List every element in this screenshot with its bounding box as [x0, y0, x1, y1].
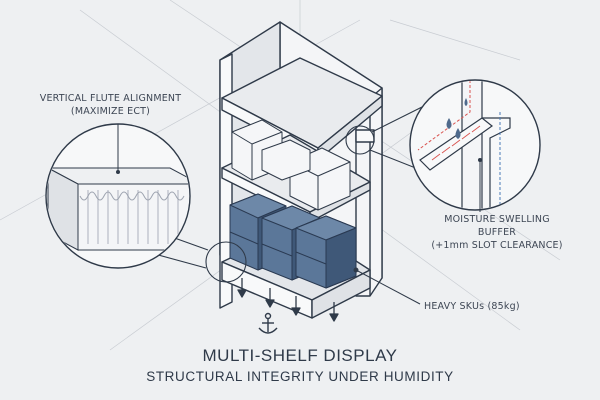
callout-flute-line2: (MAXIMIZE ECT): [70, 106, 151, 117]
page-subtitle: STRUCTURAL INTEGRITY UNDER HUMIDITY: [146, 369, 454, 384]
callout-flute-line1: VERTICAL FLUTE ALIGNMENT: [39, 93, 182, 104]
left-side-front: [219, 53, 233, 309]
flute-detail: [45, 123, 191, 269]
moisture-boundary: [417, 81, 471, 151]
moisture-detail: [409, 79, 541, 212]
callout-flute-alignment: VERTICAL FLUTE ALIGNMENT (MAXIMIZE ECT): [18, 92, 203, 118]
callout-heavy-line1: HEAVY SKUs (85kg): [424, 301, 520, 312]
anchor-icon: [258, 312, 278, 334]
heavy-leader: [353, 267, 421, 305]
callout-moisture-line2: BUFFER: [477, 227, 517, 238]
callout-moisture-line1: MOISTURE SWELLING: [444, 214, 550, 225]
callout-moisture-buffer: MOISTURE SWELLING BUFFER (+1mm SLOT CLEA…: [402, 213, 592, 252]
flute-hatch: [431, 125, 481, 161]
light-boxes: [231, 119, 351, 211]
callout-heavy-skus: HEAVY SKUs (85kg): [424, 300, 584, 313]
down-arrow-icon: [237, 278, 339, 322]
slot-tab: [355, 129, 375, 143]
title-block: MULTI-SHELF DISPLAY STRUCTURAL INTEGRITY…: [0, 346, 600, 386]
callout-moisture-line3: (+1mm SLOT CLEARANCE): [431, 240, 563, 251]
water-drop-icon: [446, 98, 468, 139]
display-unit: [219, 21, 383, 334]
heavy-sku-boxes: [229, 193, 357, 289]
page-title: MULTI-SHELF DISPLAY: [202, 346, 398, 365]
